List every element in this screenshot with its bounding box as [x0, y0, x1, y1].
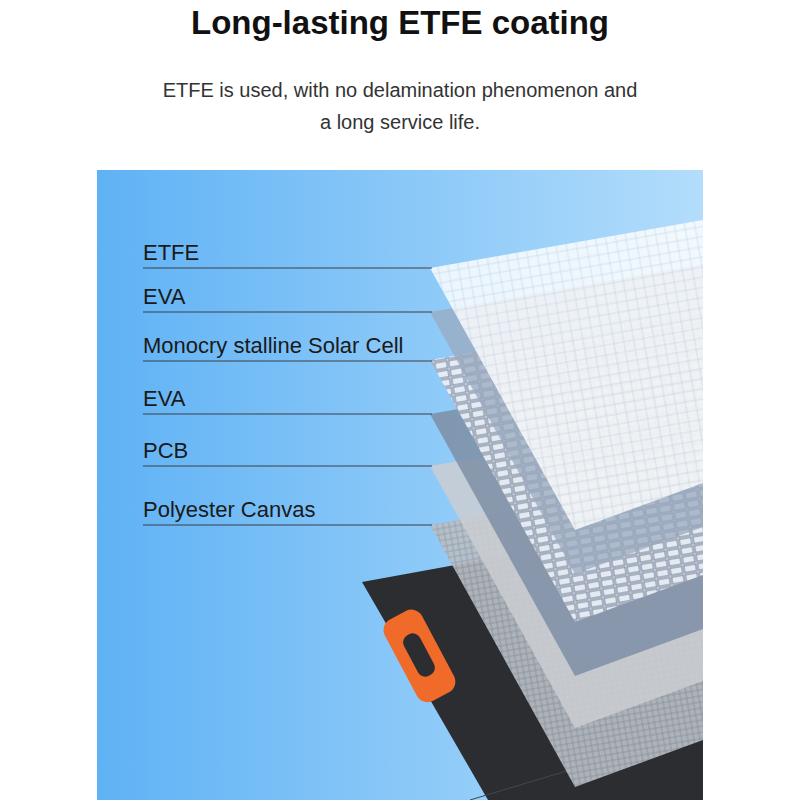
layer-label: Polyester Canvas [143, 497, 315, 523]
leader-line [143, 268, 432, 269]
leader-line [143, 312, 432, 313]
orange-handle [379, 605, 459, 706]
blue-panel [97, 170, 703, 800]
layer-label: Monocry stalline Solar Cell [143, 333, 403, 359]
layer-label: PCB [143, 438, 188, 464]
leader-line [143, 414, 432, 415]
layer-label: ETFE [143, 240, 199, 266]
page-title: Long-lasting ETFE coating [0, 4, 800, 42]
leader-line [143, 525, 432, 526]
leader-line [143, 361, 432, 362]
leader-line [143, 466, 432, 467]
etfe-layer [430, 220, 703, 530]
subtitle: ETFE is used, with no delamination pheno… [160, 74, 640, 138]
leader-lines [143, 268, 432, 525]
layer-label: EVA [143, 284, 185, 310]
layer-label: EVA [143, 386, 185, 412]
